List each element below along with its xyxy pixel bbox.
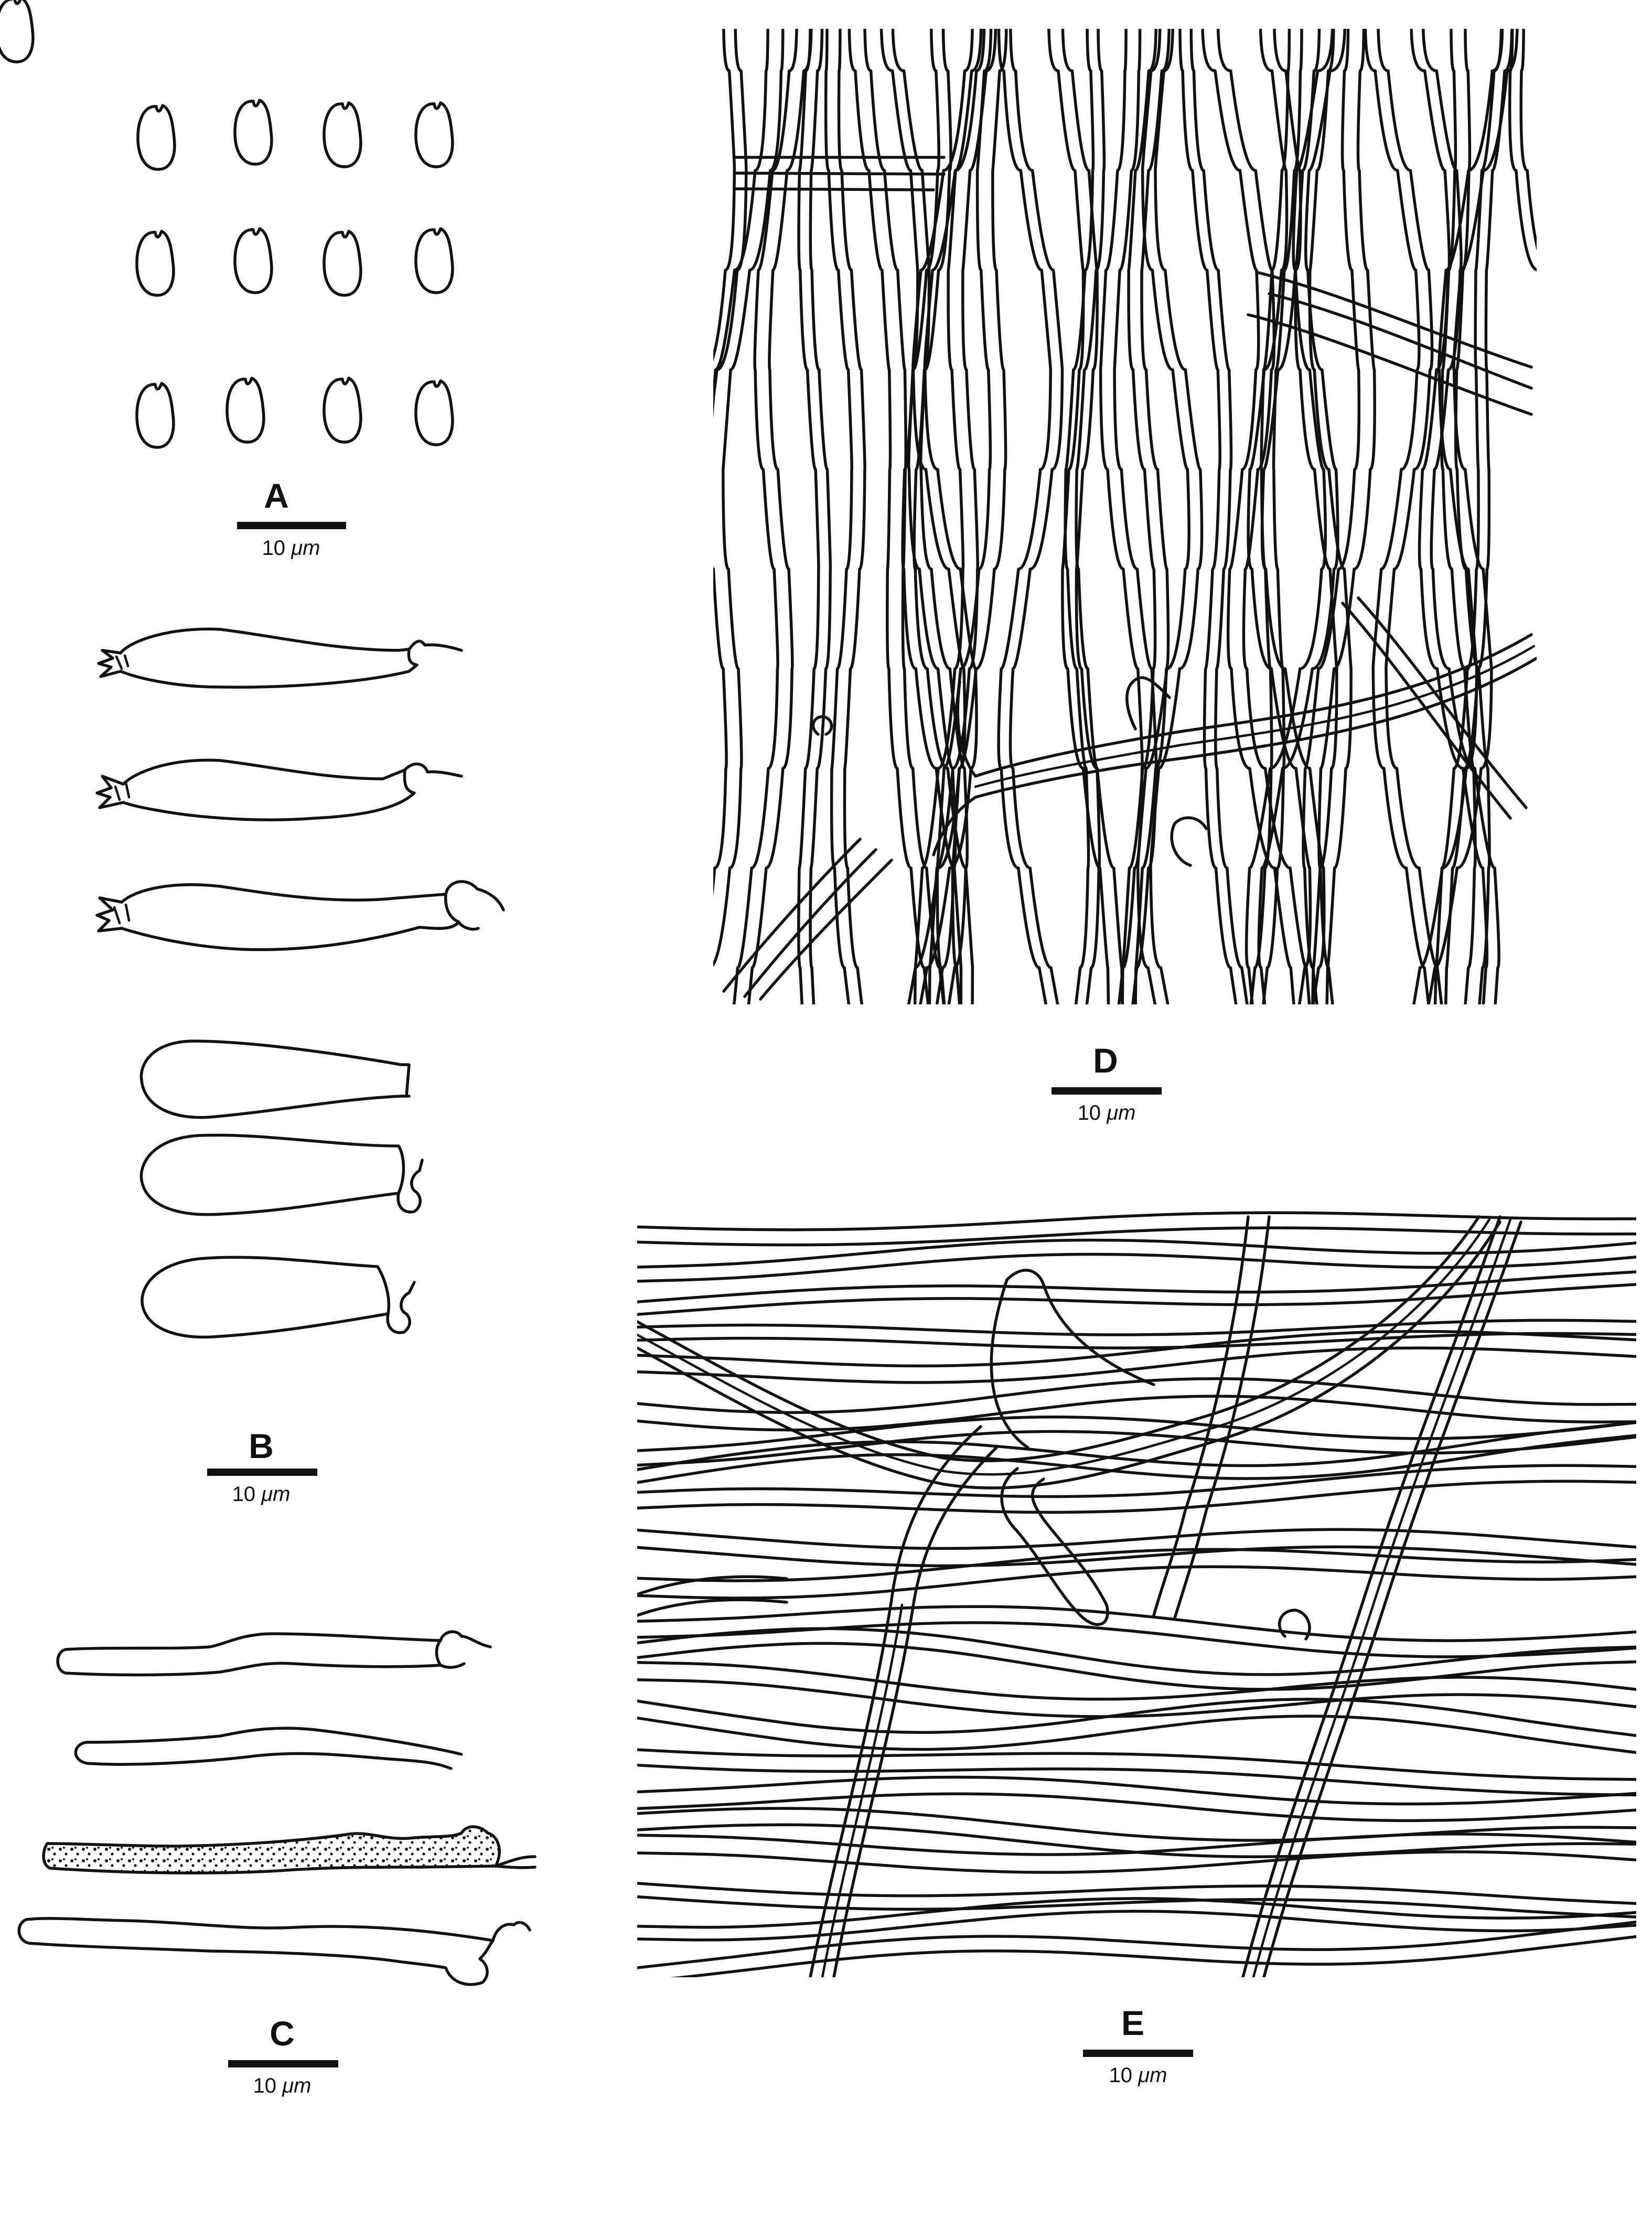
basidium bbox=[97, 627, 463, 689]
panel-d-hyphae bbox=[713, 29, 1537, 1004]
cystidiole bbox=[17, 1917, 531, 1986]
panel-e-hyphae bbox=[637, 1211, 1636, 1977]
spore bbox=[235, 100, 272, 164]
panel-a-spores bbox=[0, 0, 453, 447]
scale-label-d: 10 μm bbox=[1078, 1101, 1136, 1124]
scale-label-b: 10 μm bbox=[232, 1483, 291, 1506]
spore bbox=[137, 231, 174, 295]
scale-bar-a bbox=[237, 522, 346, 529]
basidium bbox=[95, 880, 505, 951]
spore bbox=[416, 229, 453, 293]
scale-label-c: 10 μm bbox=[253, 2074, 312, 2097]
spore bbox=[138, 105, 175, 169]
spore bbox=[416, 381, 453, 445]
panel-label-e: E bbox=[1121, 2003, 1144, 2042]
spore bbox=[137, 383, 174, 447]
cystidiole bbox=[74, 1727, 463, 1770]
scale-label-e: 10 μm bbox=[1109, 2064, 1167, 2087]
basidiole bbox=[141, 1256, 416, 1339]
basidium bbox=[95, 758, 463, 821]
spore bbox=[416, 103, 453, 167]
spore bbox=[227, 378, 264, 442]
cystidiole bbox=[56, 1630, 492, 1677]
spore bbox=[324, 103, 361, 167]
scale-bar-e bbox=[1083, 2050, 1193, 2057]
panel-label-a: A bbox=[264, 476, 289, 515]
basidiole bbox=[140, 1040, 411, 1119]
basidiole bbox=[140, 1133, 424, 1216]
panel-label-c: C bbox=[270, 2014, 295, 2053]
panel-b-basidia bbox=[95, 627, 505, 1339]
spore bbox=[324, 231, 361, 295]
scale-bar-d bbox=[1052, 1087, 1162, 1095]
panel-label-b: B bbox=[249, 1427, 274, 1465]
spore bbox=[235, 229, 272, 293]
hyphae-network bbox=[637, 1211, 1636, 1977]
hyphae-network bbox=[713, 29, 1537, 1004]
spore bbox=[324, 378, 361, 442]
cystidiole-with-content bbox=[42, 1825, 501, 1874]
panel-label-d: D bbox=[1093, 1041, 1118, 1080]
scale-bar-b bbox=[207, 1469, 317, 1476]
panel-c-cystidioles bbox=[17, 1630, 537, 1986]
scale-label-a: 10 μm bbox=[262, 537, 320, 560]
scale-bar-c bbox=[228, 2060, 338, 2067]
